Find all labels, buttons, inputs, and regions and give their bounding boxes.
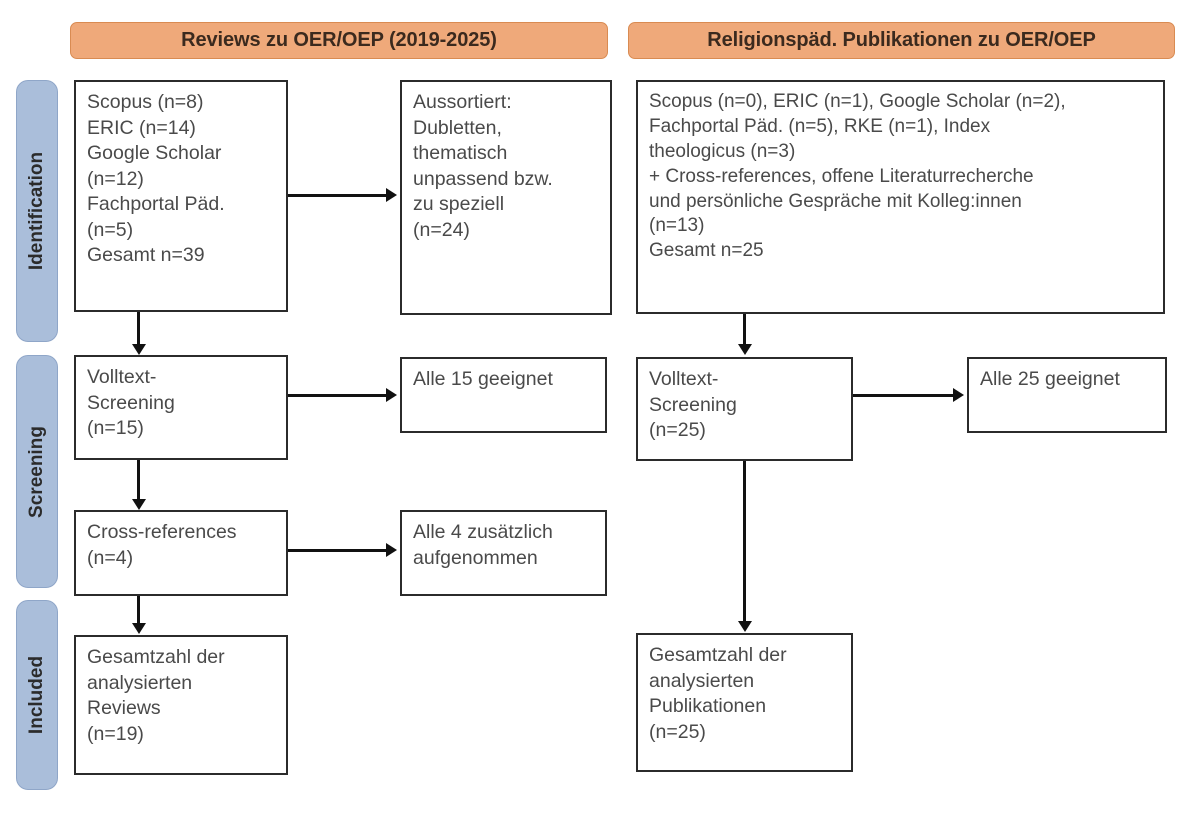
arrowhead-left-cross-to-result [386, 543, 397, 557]
text-line: (n=15) [87, 417, 144, 440]
text-line: aufgenommen [413, 546, 538, 569]
arrowhead-right-sources-to-screening [738, 344, 752, 355]
phase-label-identification: Identification [16, 80, 58, 342]
text-line: (n=25) [649, 720, 706, 743]
text-line: (n=12) [87, 167, 144, 190]
connector-left-sources-to-screening [137, 312, 140, 344]
arrowhead-left-screening-to-result [386, 388, 397, 402]
text-line: (n=13) [649, 215, 705, 237]
text-line: Alle 15 geeignet [413, 368, 553, 390]
phase-label-screening: Screening [16, 355, 58, 588]
arrowhead-left-cross-to-included [132, 623, 146, 634]
text-line: analysierten [649, 669, 755, 692]
text-line: Fachportal Päd. [87, 193, 225, 216]
text-line: (n=19) [87, 722, 144, 745]
text-line: Gesamt n=25 [649, 240, 764, 262]
text-line: Gesamtzahl der [87, 646, 225, 668]
arrowhead-right-screening-to-result [953, 388, 964, 402]
text-line: (n=4) [87, 546, 134, 569]
arrowhead-left-sources-to-excluded [386, 188, 397, 202]
connector-left-screening-to-result [288, 394, 386, 397]
text-line: thematisch [413, 142, 508, 165]
box-left-cross-references-result: Alle 4 zusätzlich aufgenommen [400, 510, 607, 596]
text-line: theologicus (n=3) [649, 140, 796, 162]
box-left-excluded: Aussortiert: Dubletten, thematisch unpas… [400, 80, 612, 315]
phase-label-screening-text: Screening [26, 425, 47, 518]
connector-left-screening-to-cross [137, 460, 140, 499]
text-line: Volltext- [649, 368, 719, 390]
text-line: Scopus (n=0), ERIC (n=1), Google Scholar… [649, 91, 1066, 112]
text-line: zu speziell [413, 193, 505, 216]
connector-left-cross-to-result [288, 549, 386, 552]
text-line: Gesamt n=39 [87, 244, 205, 267]
phase-label-included: Included [16, 600, 58, 790]
connector-left-cross-to-included [137, 596, 140, 623]
box-right-identification-sources: Scopus (n=0), ERIC (n=1), Google Scholar… [636, 80, 1165, 314]
text-line: ERIC (n=14) [87, 116, 196, 139]
arrowhead-right-screening-to-included [738, 621, 752, 632]
text-line: Aussortiert: [413, 91, 512, 113]
text-line: (n=24) [413, 218, 470, 241]
phase-label-included-text: Included [26, 655, 47, 735]
text-line: Screening [87, 391, 175, 414]
box-left-cross-references: Cross-references (n=4) [74, 510, 288, 596]
connector-right-sources-to-screening [743, 314, 746, 344]
text-line: unpassend bzw. [413, 167, 553, 190]
box-left-included-total: Gesamtzahl der analysierten Reviews (n=1… [74, 635, 288, 775]
text-line: Cross-references [87, 521, 237, 543]
box-right-included-total: Gesamtzahl der analysierten Publikatione… [636, 633, 853, 772]
box-left-identification-sources: Scopus (n=8) ERIC (n=14) Google Scholar … [74, 80, 288, 312]
text-line: Alle 25 geeignet [980, 368, 1120, 390]
text-line: Reviews [87, 697, 161, 720]
text-line: Screening [649, 393, 737, 416]
text-line: Publikationen [649, 695, 767, 718]
text-line: Fachportal Päd. (n=5), RKE (n=1), Index [649, 115, 991, 137]
column-header-left: Reviews zu OER/OEP (2019-2025) [70, 22, 608, 59]
text-line: Gesamtzahl der [649, 644, 787, 666]
box-left-screening-result: Alle 15 geeignet [400, 357, 607, 433]
text-line: analysierten [87, 671, 193, 694]
text-line: + Cross-references, offene Literaturrech… [649, 165, 1034, 187]
text-line: Volltext- [87, 366, 157, 388]
column-header-right: Religionspäd. Publikationen zu OER/OEP [628, 22, 1175, 59]
connector-right-screening-to-included [743, 461, 746, 621]
box-right-fulltext-screening: Volltext- Screening (n=25) [636, 357, 853, 461]
text-line: (n=25) [649, 419, 706, 442]
arrowhead-left-sources-to-screening [132, 344, 146, 355]
box-left-fulltext-screening: Volltext- Screening (n=15) [74, 355, 288, 460]
connector-right-screening-to-result [853, 394, 953, 397]
text-line: Scopus (n=8) [87, 91, 204, 113]
text-line: und persönliche Gespräche mit Kolleg:inn… [649, 190, 1022, 212]
box-right-screening-result: Alle 25 geeignet [967, 357, 1167, 433]
phase-label-identification-text: Identification [26, 151, 48, 271]
text-line: Dubletten, [413, 116, 502, 139]
text-line: Google Scholar [87, 142, 222, 165]
text-line: (n=5) [87, 218, 134, 241]
text-line: Alle 4 zusätzlich [413, 521, 553, 543]
connector-left-sources-to-excluded [288, 194, 386, 197]
arrowhead-left-screening-to-cross [132, 499, 146, 510]
